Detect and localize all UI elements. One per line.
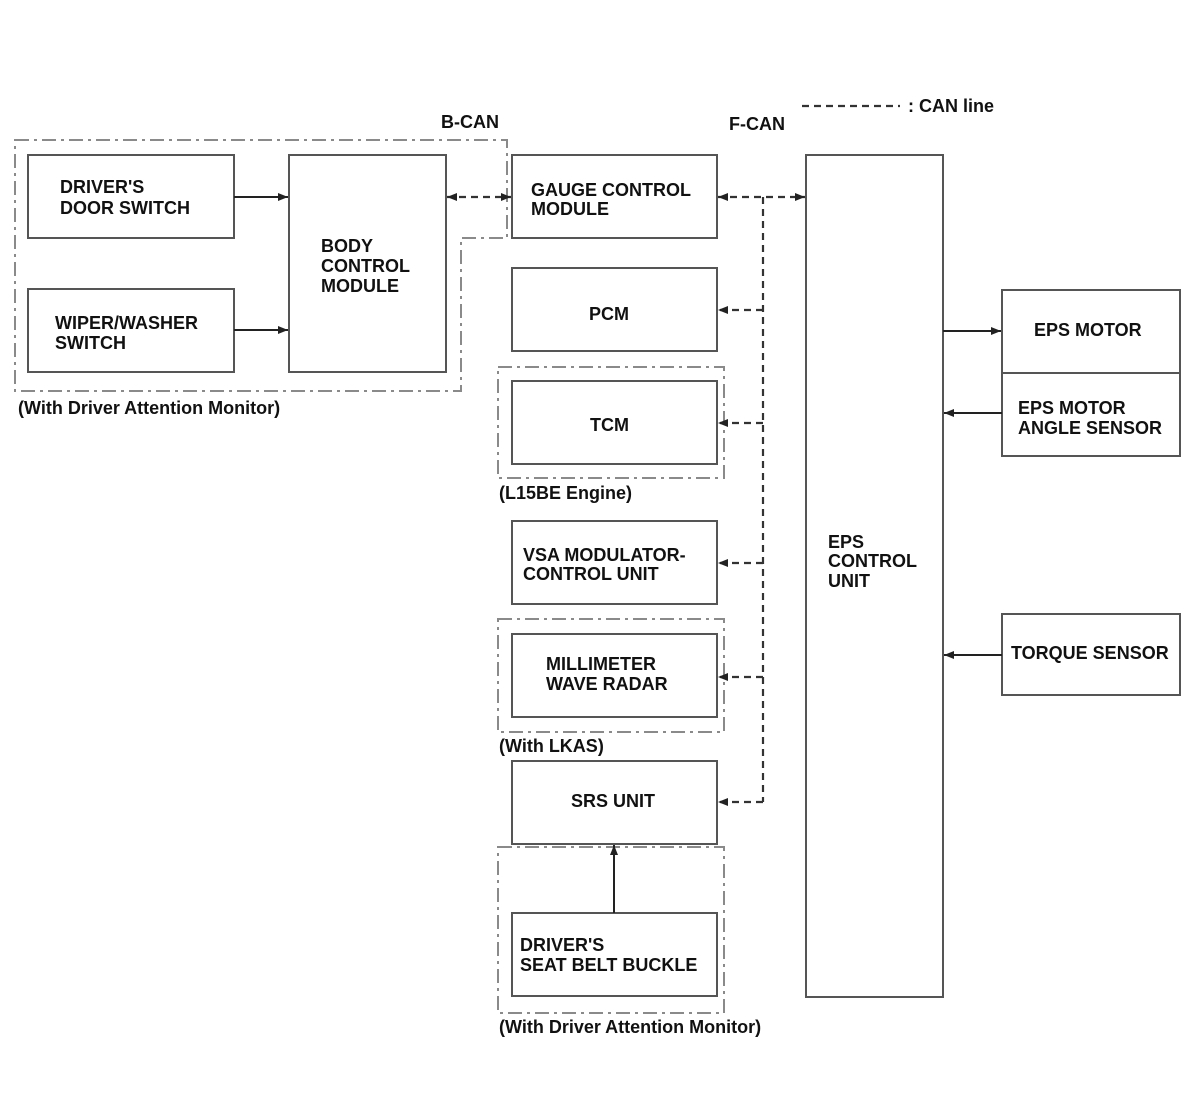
tcm-block: TCM (511, 380, 718, 465)
f-can-label: F-CAN (729, 114, 785, 134)
pcm-label: PCM (589, 304, 629, 324)
drivers-door-switch-line-1: DRIVER'S (60, 177, 144, 197)
body-group-label: (With Driver Attention Monitor) (18, 398, 280, 418)
body-control-module-line-3: MODULE (321, 276, 399, 296)
body-control-module-block: BODY CONTROL MODULE (288, 154, 447, 373)
pcm-block: PCM (511, 267, 718, 352)
seatbelt-group-label: (With Driver Attention Monitor) (499, 1017, 761, 1037)
torque-sensor-label: TORQUE SENSOR (1011, 643, 1169, 663)
radar-group-label: (With LKAS) (499, 736, 604, 756)
drivers-seat-belt-buckle-block: DRIVER'S SEAT BELT BUCKLE (511, 912, 718, 997)
wiper-washer-switch-block: WIPER/WASHER SWITCH (27, 288, 235, 373)
legend: : CAN line (802, 96, 994, 116)
srs-unit-block: SRS UNIT (511, 760, 718, 845)
vsa-modulator-control-unit-line-1: VSA MODULATOR- (523, 545, 686, 565)
eps-motor-angle-sensor-block: EPS MOTOR ANGLE SENSOR (1001, 372, 1181, 457)
tcm-label: TCM (590, 415, 629, 435)
drivers-seat-belt-buckle-line-2: SEAT BELT BUCKLE (520, 955, 697, 975)
drivers-door-switch-block: DRIVER'S DOOR SWITCH (27, 154, 235, 239)
srs-unit-label: SRS UNIT (571, 791, 655, 811)
eps-motor-angle-sensor-line-1: EPS MOTOR (1018, 398, 1126, 418)
gauge-control-module-block: GAUGE CONTROL MODULE (511, 154, 718, 239)
gauge-control-module-line-1: GAUGE CONTROL (531, 180, 691, 200)
wiper-washer-switch-line-2: SWITCH (55, 333, 126, 353)
millimeter-wave-radar-line-1: MILLIMETER (546, 654, 656, 674)
eps-motor-block: EPS MOTOR (1001, 289, 1181, 374)
eps-control-unit-block: EPS CONTROL UNIT (805, 154, 944, 998)
torque-sensor-block: TORQUE SENSOR (1001, 613, 1181, 696)
gauge-control-module-line-2: MODULE (531, 199, 609, 219)
b-can-label: B-CAN (441, 112, 499, 132)
eps-control-unit-line-3: UNIT (828, 571, 870, 591)
eps-control-unit-line-1: EPS (828, 532, 864, 552)
millimeter-wave-radar-block: MILLIMETER WAVE RADAR (511, 633, 718, 718)
millimeter-wave-radar-line-2: WAVE RADAR (546, 674, 668, 694)
vsa-modulator-control-unit-block: VSA MODULATOR- CONTROL UNIT (511, 520, 718, 605)
wiper-washer-switch-line-1: WIPER/WASHER (55, 313, 198, 333)
drivers-door-switch-line-2: DOOR SWITCH (60, 198, 190, 218)
tcm-group-label: (L15BE Engine) (499, 483, 632, 503)
legend-label: : CAN line (908, 96, 994, 116)
body-control-module-line-2: CONTROL (321, 256, 410, 276)
vsa-modulator-control-unit-line-2: CONTROL UNIT (523, 564, 659, 584)
body-control-module-line-1: BODY (321, 236, 373, 256)
body-group-outline (14, 139, 508, 392)
drivers-seat-belt-buckle-line-1: DRIVER'S (520, 935, 604, 955)
eps-control-unit-line-2: CONTROL (828, 551, 917, 571)
eps-motor-label: EPS MOTOR (1034, 320, 1142, 340)
eps-motor-angle-sensor-line-2: ANGLE SENSOR (1018, 418, 1162, 438)
